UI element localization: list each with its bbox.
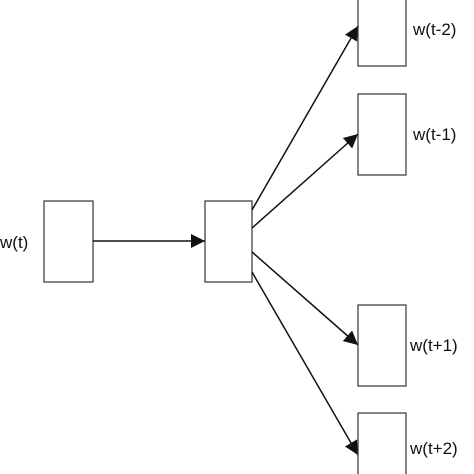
output-label: w(t+2) [409,439,458,458]
arrow-to-output-t-plus-1 [251,251,359,346]
output-node-t-minus-1: w(t-1) [357,93,456,176]
arrow-to-output-t-minus-1 [251,133,359,229]
input-node: w(t) [0,200,94,283]
output-label: w(t+1) [409,336,458,355]
output-label: w(t-2) [412,20,456,39]
output-box [357,0,407,67]
output-node-t-plus-1: w(t+1) [357,304,458,387]
arrow-to-output-t-plus-2 [251,271,359,456]
output-box [357,412,407,474]
input-box [43,200,94,283]
projection-box [204,200,253,283]
output-label: w(t-1) [412,125,456,144]
projection-node [204,200,253,283]
output-box [357,93,407,176]
output-node-t-minus-2: w(t-2) [357,0,456,67]
output-box [357,304,407,387]
arrow-to-output-t-minus-2 [251,25,359,211]
output-node-t-plus-2: w(t+2) [357,412,458,474]
input-label: w(t) [0,233,28,252]
